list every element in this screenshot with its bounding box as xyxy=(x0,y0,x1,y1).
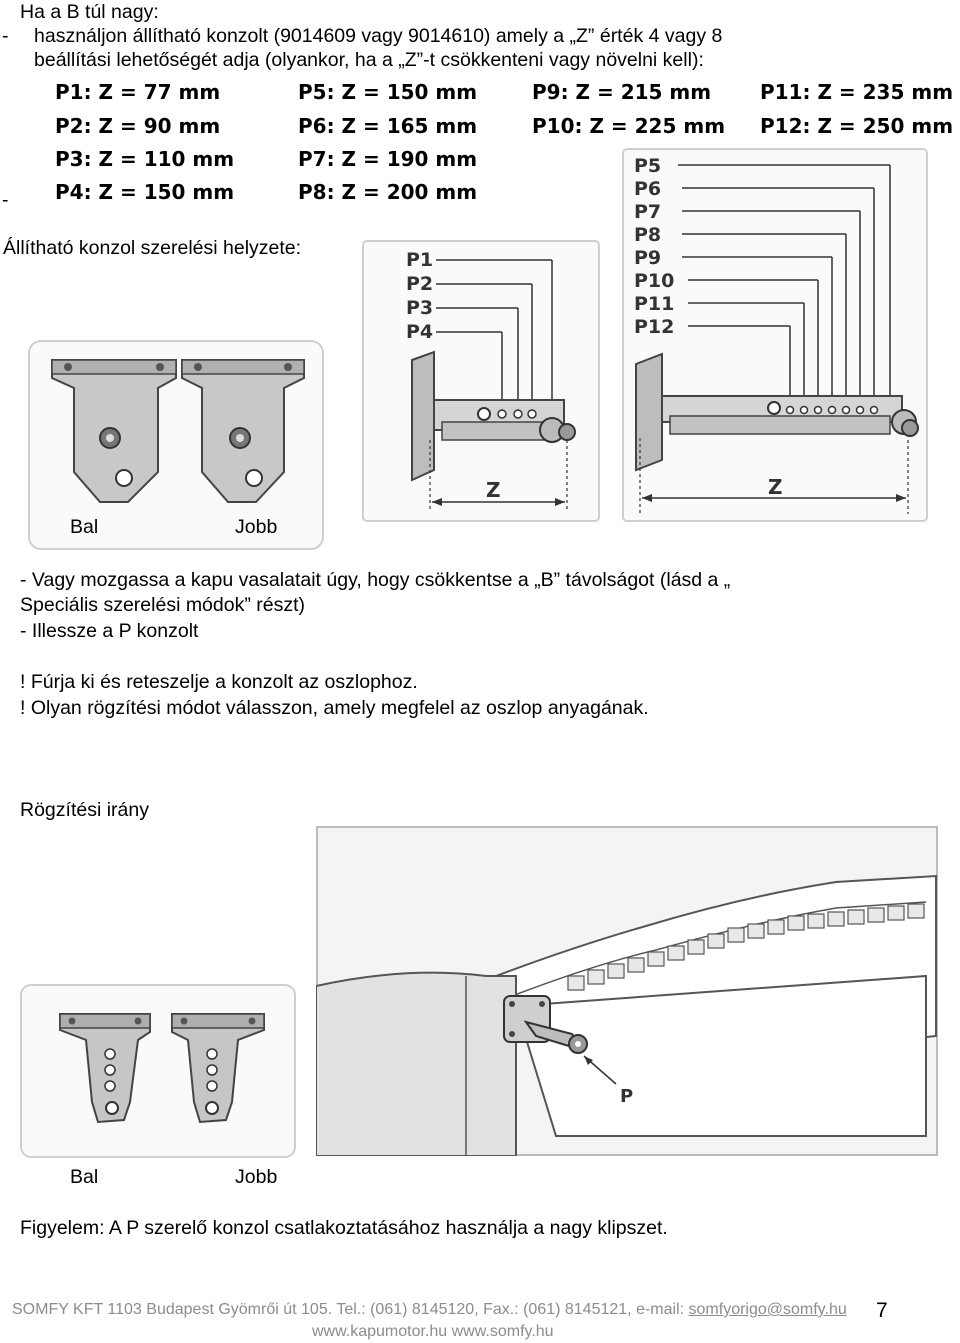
intro-dash: - xyxy=(2,25,9,47)
page-number: 7 xyxy=(876,1299,888,1322)
bracket-pair-photo-bottom xyxy=(20,984,296,1158)
step-line-2: Speciális szerelési módok” részt) xyxy=(20,594,306,616)
position-p3: P3: Z = 110 mm xyxy=(55,147,235,171)
bracket-top-right-label: Jobb xyxy=(235,516,278,538)
bracket-right-icon xyxy=(181,359,305,503)
position-p10: P10: Z = 225 mm xyxy=(532,114,726,138)
small-label-p4: P4 xyxy=(406,321,433,343)
heading: Ha a B túl nagy: xyxy=(20,1,159,23)
bracket-bottom-left-label: Bal xyxy=(70,1166,99,1188)
large-label-p10: P10 xyxy=(634,270,674,292)
position-p11: P11: Z = 235 mm xyxy=(760,80,954,104)
intro-line-1: használjon állítható konzolt (9014609 va… xyxy=(34,25,723,47)
bracket-bottom-right-icon xyxy=(171,1013,265,1124)
intro-line-2: beállítási lehetőségét adja (olyankor, h… xyxy=(34,49,704,71)
footer-email-link[interactable]: somfyorigo@somfy.hu xyxy=(688,1301,847,1318)
bracket-top-left-label: Bal xyxy=(70,516,99,538)
small-label-p2: P2 xyxy=(406,273,433,295)
note-text: Figyelem: A P szerelő konzol csatlakozta… xyxy=(20,1217,668,1239)
large-label-p12: P12 xyxy=(634,316,674,338)
position-p12: P12: Z = 250 mm xyxy=(760,114,954,138)
step-line-3: - Illessze a P konzolt xyxy=(20,620,199,642)
footer-line-1: SOMFY KFT 1103 Budapest Gyömrői út 105. … xyxy=(12,1300,847,1320)
warning-2: ! Olyan rögzítési módot válasszon, amely… xyxy=(20,697,649,719)
footer-contact: SOMFY KFT 1103 Budapest Gyömrői út 105. … xyxy=(12,1301,689,1318)
gate-p-label: P xyxy=(620,1086,633,1107)
position-p1: P1: Z = 77 mm xyxy=(55,80,221,104)
large-label-p11: P11 xyxy=(634,293,674,315)
bracket-pair-photo-top xyxy=(28,340,324,550)
position-p6: P6: Z = 165 mm xyxy=(298,114,478,138)
large-label-p5: P5 xyxy=(634,155,661,177)
lone-dash: - xyxy=(2,189,9,211)
bracket-bottom-left-icon xyxy=(59,1013,151,1124)
large-label-p9: P9 xyxy=(634,247,661,269)
small-z-label: Z xyxy=(486,478,501,502)
position-p8: P8: Z = 200 mm xyxy=(298,180,478,204)
adjustable-bracket-small-diagram: P1 P2 P3 P4 Z xyxy=(362,240,600,522)
position-p2: P2: Z = 90 mm xyxy=(55,114,221,138)
fix-title: Rögzítési irány xyxy=(20,799,149,821)
small-label-p3: P3 xyxy=(406,297,433,319)
large-z-label: Z xyxy=(768,475,783,499)
step-line-1: - Vagy mozgassa a kapu vasalatait úgy, h… xyxy=(20,569,731,591)
small-label-p1: P1 xyxy=(406,249,433,271)
position-p7: P7: Z = 190 mm xyxy=(298,147,478,171)
mount-label: Állítható konzol szerelési helyzete: xyxy=(3,237,302,259)
large-label-p7: P7 xyxy=(634,201,661,223)
position-p9: P9: Z = 215 mm xyxy=(532,80,712,104)
bracket-left-icon xyxy=(51,359,177,503)
position-p4: P4: Z = 150 mm xyxy=(55,180,235,204)
large-label-p8: P8 xyxy=(634,224,661,246)
footer-websites: www.kapumotor.hu www.somfy.hu xyxy=(312,1323,554,1340)
position-p5: P5: Z = 150 mm xyxy=(298,80,478,104)
warning-1: ! Fúrja ki és reteszelje a konzolt az os… xyxy=(20,671,418,693)
adjustable-bracket-large-diagram: P5 P6 P7 P8 P9 P10 P11 P12 Z xyxy=(622,148,928,522)
gate-mounting-illustration: P xyxy=(316,826,938,1156)
bracket-bottom-right-label: Jobb xyxy=(235,1166,278,1188)
large-label-p6: P6 xyxy=(634,178,661,200)
